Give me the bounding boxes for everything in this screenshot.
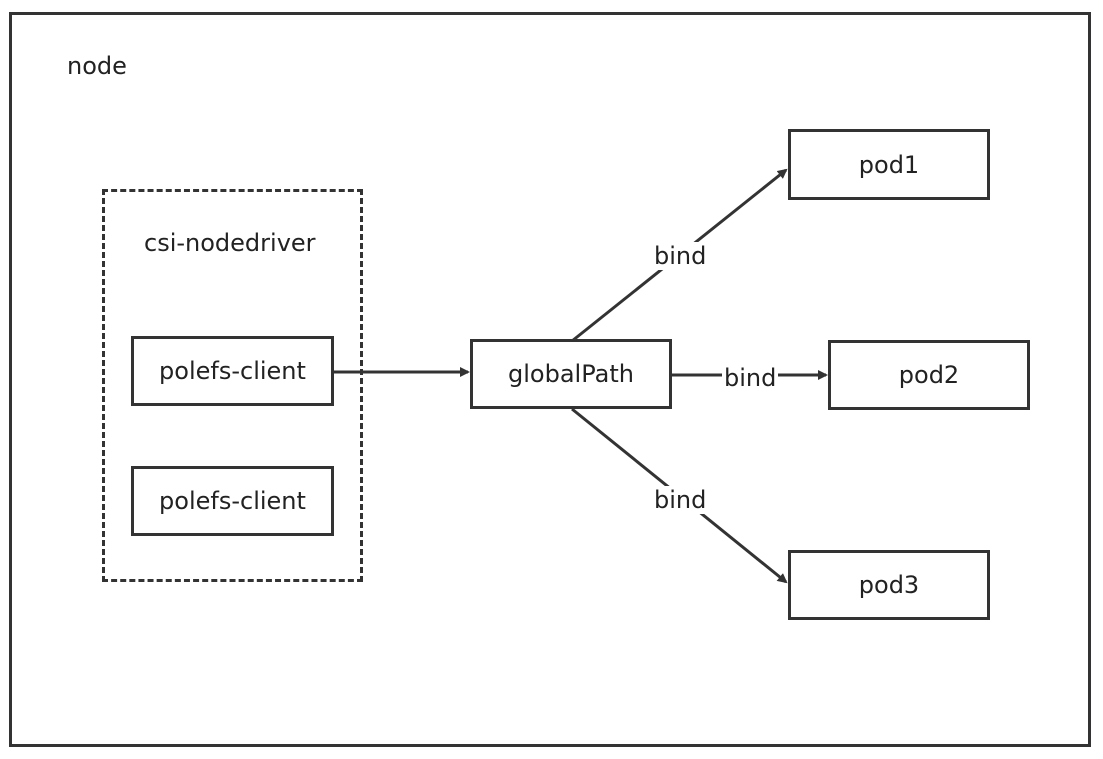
global-path-label: globalPath	[508, 360, 634, 388]
node-label: node	[67, 52, 127, 80]
pod1-label: pod1	[858, 150, 920, 179]
pod2-label: pod2	[898, 361, 960, 389]
pod1-box[interactable]: pod1	[788, 129, 990, 200]
pod3-box[interactable]: pod3	[788, 550, 990, 620]
polefs-client-box-1[interactable]: polefs-client	[131, 336, 334, 406]
csi-nodedriver-group	[102, 189, 363, 582]
edge-label-pod2: bind	[722, 364, 779, 392]
global-path-box[interactable]: globalPath	[470, 339, 672, 409]
edge-label-pod1: bind	[652, 242, 709, 270]
polefs-client-box-2[interactable]: polefs-client	[131, 466, 334, 536]
csi-nodedriver-label: csi-nodedriver	[144, 229, 316, 257]
node-container	[9, 12, 1091, 747]
edge-label-pod3: bind	[652, 486, 709, 514]
polefs-client-label-2: polefs-client	[159, 487, 306, 515]
polefs-client-label-1: polefs-client	[159, 357, 306, 385]
pod3-label: pod3	[858, 571, 920, 599]
pod2-box[interactable]: pod2	[828, 340, 1030, 410]
